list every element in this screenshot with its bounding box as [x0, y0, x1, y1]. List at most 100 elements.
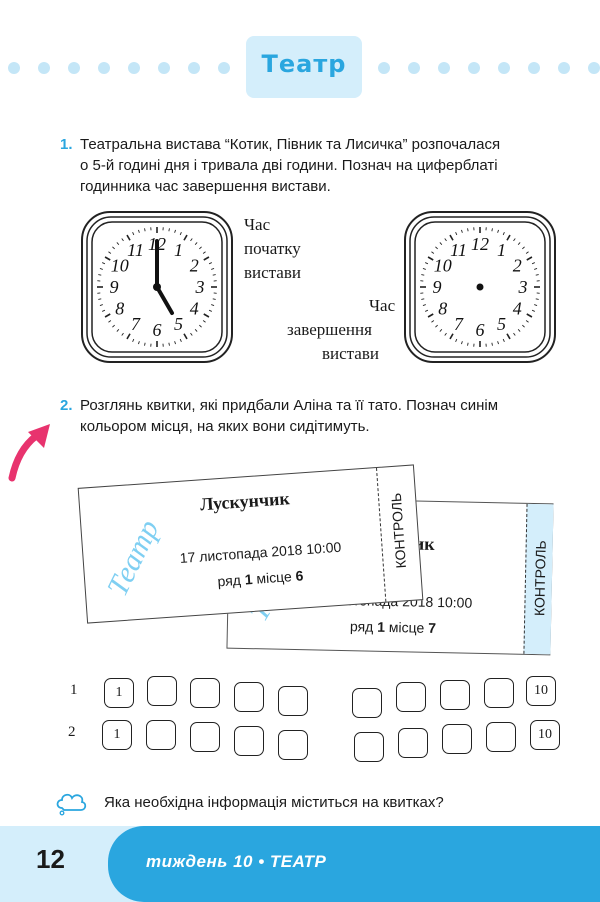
clock-end-tick: [506, 333, 511, 340]
seat-r2-4[interactable]: [234, 726, 264, 756]
clock-end-tick: [425, 309, 429, 312]
clock-end-tick: [531, 262, 535, 265]
clock-start-tick: [121, 238, 124, 242]
clock-end-tick: [467, 228, 469, 232]
clock-end-number: 2: [513, 256, 522, 276]
seat-r2-5[interactable]: [278, 730, 308, 760]
seat-r2-6[interactable]: [354, 732, 384, 762]
clock-start-tick: [138, 341, 140, 345]
clock-start-label-3: вистави: [244, 263, 301, 282]
seat-r1-6[interactable]: [352, 688, 382, 718]
clock-end-label-1: Час: [369, 296, 396, 315]
clock-start-label-2: початку: [244, 239, 301, 258]
clock-start-tick: [199, 324, 202, 328]
seat-r2-1[interactable]: 1: [102, 720, 132, 750]
clock-start-tick: [179, 232, 182, 236]
seat-r2-3[interactable]: [190, 722, 220, 752]
clock-start-number: 4: [190, 299, 199, 319]
seat-r2-10[interactable]: 10: [530, 720, 560, 750]
clock-start-tick: [108, 251, 112, 254]
clock-start-tick: [183, 333, 188, 340]
clock-start-tick: [121, 332, 124, 336]
clock-end-tick: [422, 304, 426, 306]
clock-start-tick: [108, 320, 112, 323]
task-1-line-1: Театральна вистава “Котик, Півник та Лис…: [80, 136, 501, 153]
clock-start-tick: [98, 298, 102, 300]
clock-start-tick: [202, 251, 206, 254]
clock-end-tick: [444, 238, 447, 242]
clock-end-tick: [427, 313, 434, 318]
ticket-front: КОНТРОЛЬ Лускунчик 17 листопада 2018 10:…: [77, 464, 424, 624]
page-title-box: Театр: [246, 36, 362, 98]
clock-end-tick: [427, 256, 434, 261]
clock-start-tick: [194, 329, 198, 332]
seat-r1-5[interactable]: [278, 686, 308, 716]
clock-start-number: 9: [110, 277, 119, 297]
clock-end-tick: [461, 229, 463, 233]
clock-start-number: 10: [111, 256, 129, 276]
seat-r1-9[interactable]: [484, 678, 514, 708]
seat-r1-4[interactable]: [234, 682, 264, 712]
clock-start-tick: [144, 342, 146, 346]
clock-end-tick: [449, 234, 454, 241]
seat-r1-10[interactable]: 10: [526, 676, 556, 706]
clock-start-number: 8: [115, 299, 124, 319]
footer-bar: [108, 826, 600, 902]
clock-start-tick: [126, 234, 131, 241]
seat-r2-2[interactable]: [146, 720, 176, 750]
seat-r2-7[interactable]: [398, 728, 428, 758]
clock-start-tick: [211, 268, 215, 270]
task-1-line-3: годинника час завершення вистави.: [80, 178, 331, 195]
header-dots: [8, 62, 600, 74]
clock-end-number: 12: [471, 234, 489, 254]
clock-end-tick: [421, 298, 425, 300]
clock-end-number: 11: [450, 240, 467, 260]
clock-end-tick: [497, 341, 499, 345]
seat-row-1-label: 1: [70, 682, 78, 698]
seat-r1-2[interactable]: [147, 676, 177, 706]
clock-end-label-3: вистави: [322, 344, 379, 363]
seat-r2-8[interactable]: [442, 724, 472, 754]
clock-start-label-1: Час: [244, 215, 271, 234]
clock-start-tick: [132, 232, 135, 236]
thought-cloud-icon: [56, 793, 87, 816]
clock-end-tick: [522, 246, 525, 250]
clock-end-number: 6: [476, 320, 485, 340]
clock-end-tick: [513, 238, 516, 242]
clock-start-tick: [116, 329, 120, 332]
clock-start-tick: [168, 342, 170, 346]
ticket-back-seat-info: ряд 1 місце 7: [349, 618, 437, 636]
seat-r1-8[interactable]: [440, 680, 470, 710]
seat-r1-3[interactable]: [190, 678, 220, 708]
ticket-front-seat-info: ряд 1 місце 6: [216, 567, 304, 590]
arrow-icon: [8, 424, 50, 482]
clock-start-tick: [208, 309, 212, 312]
clock-end-number: 3: [518, 277, 528, 297]
seat-r1-7[interactable]: [396, 682, 426, 712]
clock-end-tick: [435, 246, 438, 250]
clock-end-number: 5: [497, 314, 506, 334]
clock-start-tick: [202, 320, 206, 323]
clock-end-tick: [439, 329, 443, 332]
clock-start-tick: [98, 274, 102, 276]
clock-end-number: 9: [433, 277, 442, 297]
clock-end-tick: [421, 274, 425, 276]
task-1-line-2: о 5-й годині дня і тривала дві години. П…: [80, 157, 498, 174]
clock-start-tick: [174, 229, 176, 233]
clock-end-tick: [502, 232, 505, 236]
ticket-front-logo: Театр: [100, 514, 166, 602]
clock-start-tick: [102, 309, 106, 312]
clock-end-number: 1: [497, 240, 506, 260]
seat-r2-9[interactable]: [486, 722, 516, 752]
clock-start-tick: [99, 304, 103, 306]
seat-r1-1[interactable]: 1: [104, 678, 134, 708]
clock-end-tick: [455, 338, 458, 342]
clock-start-number: 5: [174, 314, 183, 334]
task-2-line-2: кольором місця, на яких вони сидітимуть.: [80, 418, 370, 435]
ticket-front-date: 17 листопада 2018 10:00: [179, 538, 342, 566]
clock-start-tick: [194, 242, 198, 245]
clock-end-tick: [497, 229, 499, 233]
clock-end-tick: [439, 242, 443, 245]
